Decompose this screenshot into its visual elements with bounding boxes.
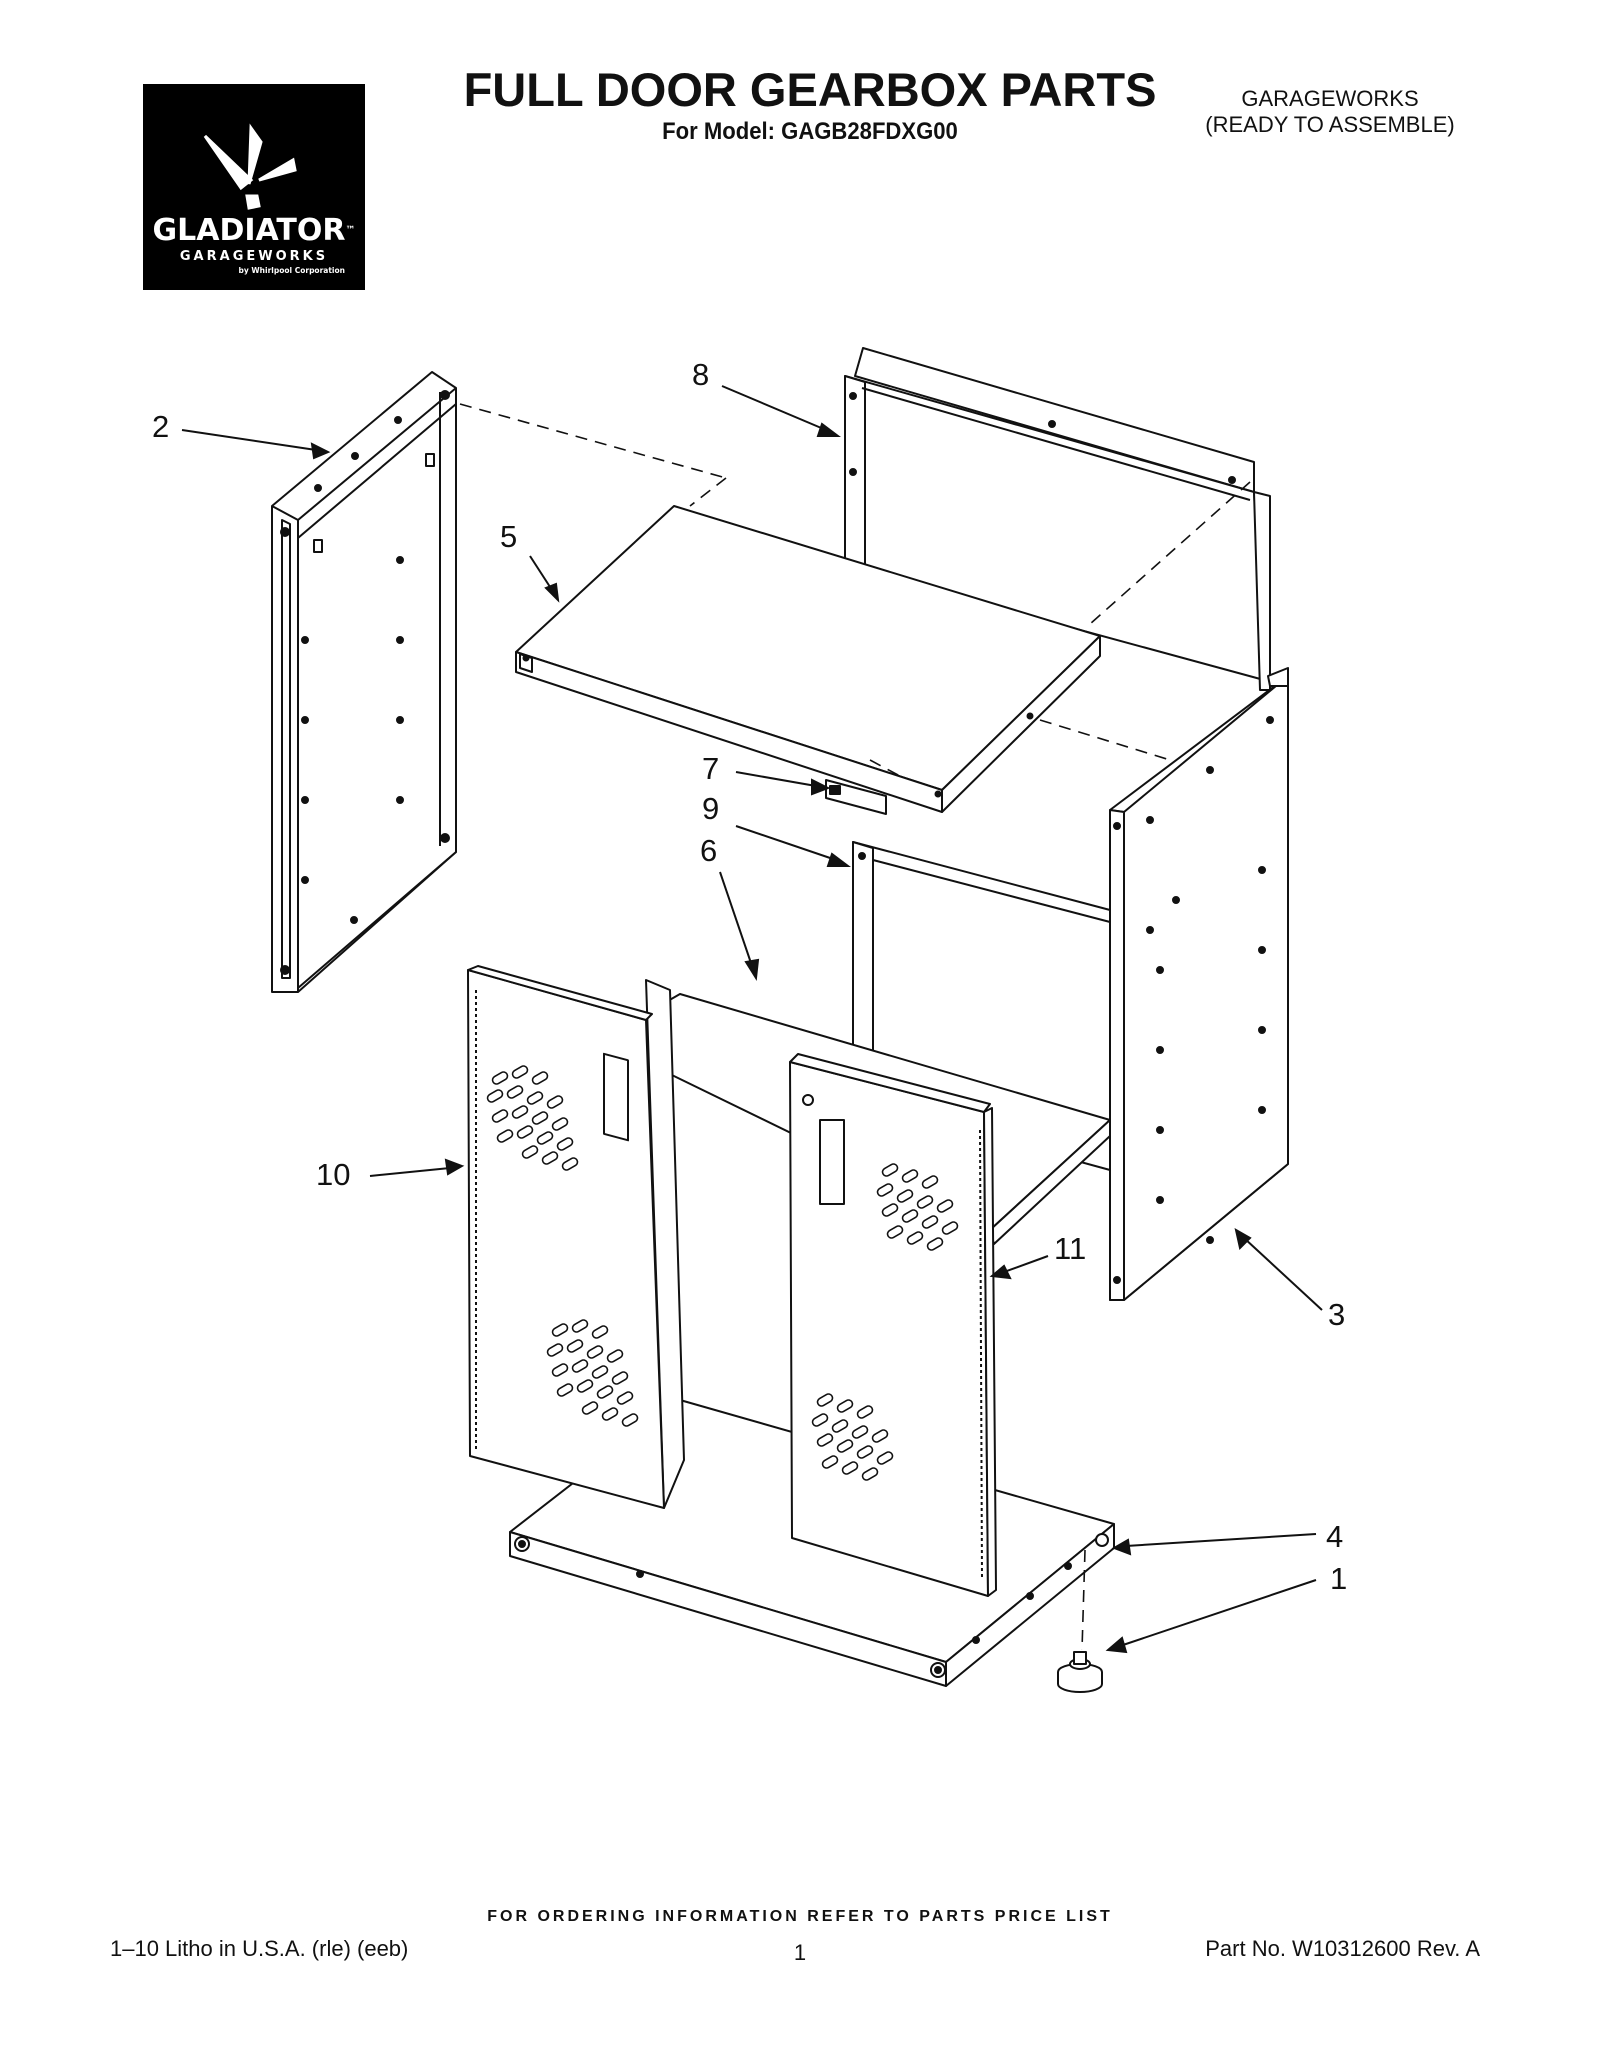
callout-6: 6 — [700, 833, 718, 868]
assembly-dash-lines — [459, 403, 1251, 1651]
part-number: Part No. W10312600 Rev. A — [1205, 1936, 1480, 1961]
logo-brand-text: GLADIATOR™ — [152, 213, 356, 248]
callout-1: 1 — [1330, 1561, 1348, 1596]
left-door — [467, 965, 685, 1509]
leveling-leg — [1057, 1651, 1103, 1693]
callout-4: 4 — [1326, 1519, 1344, 1554]
page-title: FULL DOOR GEARBOX PARTS — [463, 63, 1157, 116]
gladiator-logo: GLADIATOR™ GARAGEWORKS by Whirlpool Corp… — [143, 84, 365, 290]
brand-line-2: (READY TO ASSEMBLE) — [1205, 112, 1455, 137]
callout-10: 10 — [316, 1157, 351, 1192]
ordering-note: FOR ORDERING INFORMATION REFER TO PARTS … — [487, 1908, 1113, 1925]
callout-3: 3 — [1328, 1297, 1346, 1332]
callout-5: 5 — [500, 519, 518, 554]
callout-2: 2 — [152, 409, 170, 444]
callout-11: 11 — [1054, 1231, 1087, 1266]
badge-part — [825, 779, 887, 815]
left-side-panel — [271, 371, 457, 993]
gladiator-emblem-icon — [203, 123, 297, 210]
leader-arrows — [181, 385, 1323, 1654]
model-subtitle: For Model: GAGB28FDXG00 — [662, 118, 958, 145]
brand-line-1: GARAGEWORKS — [1241, 86, 1419, 111]
callout-9: 9 — [702, 791, 720, 826]
brand-block: GARAGEWORKS (READY TO ASSEMBLE) — [1180, 86, 1480, 138]
logo-sub-text: GARAGEWORKS — [179, 249, 329, 264]
top-shelf — [515, 505, 1101, 813]
litho-note: 1–10 Litho in U.S.A. (rle) (eeb) — [110, 1936, 409, 1961]
logo-by-text: by Whirlpool Corporation — [238, 266, 345, 275]
page-number: 1 — [793, 1940, 807, 1965]
callout-8: 8 — [692, 357, 710, 392]
right-door — [789, 1053, 997, 1597]
right-side-panel — [1109, 667, 1289, 1301]
callout-7: 7 — [702, 751, 720, 786]
